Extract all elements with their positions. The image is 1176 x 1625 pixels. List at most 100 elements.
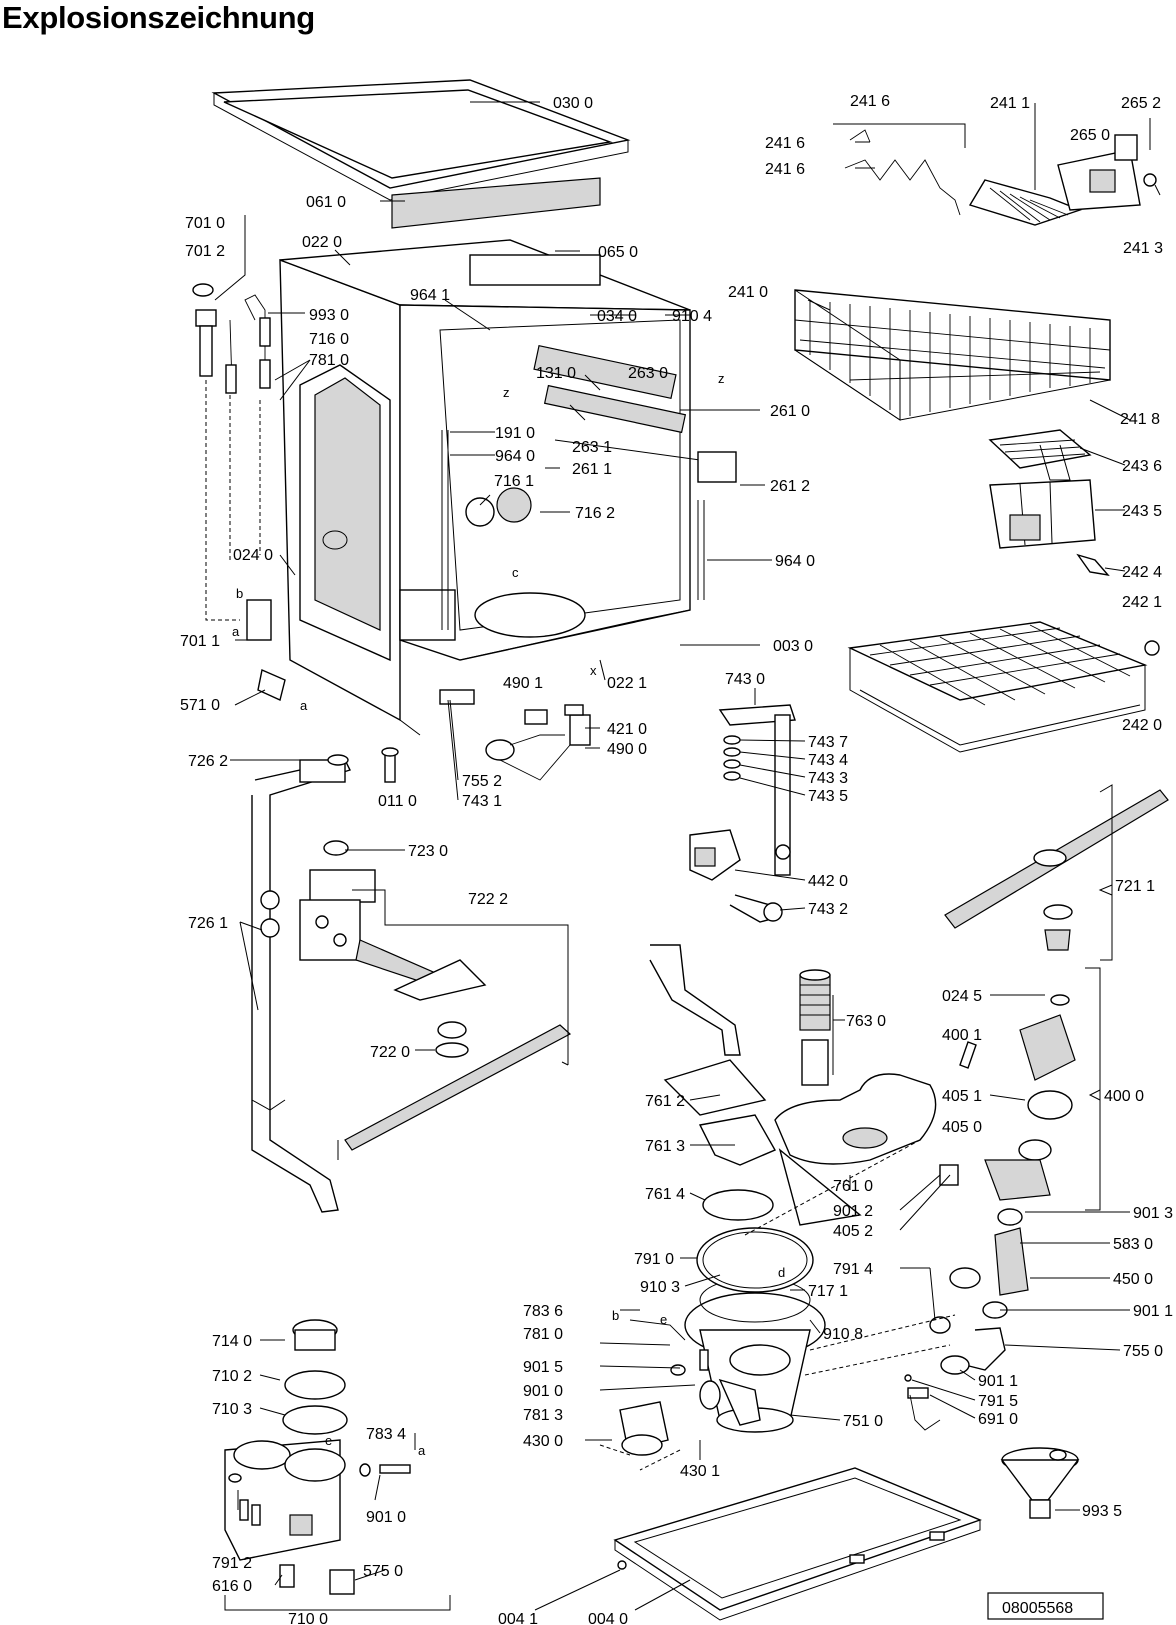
top-cover-part [211, 79, 631, 201]
part-label: 716 2 [575, 505, 615, 522]
part-label: 722 0 [370, 1044, 410, 1061]
part-label: 761 0 [833, 1178, 873, 1195]
part-label: 710 3 [212, 1401, 252, 1418]
part-label: 571 0 [180, 697, 220, 714]
filter-part [799, 969, 831, 1086]
part-label: 265 2 [1121, 95, 1161, 112]
part-label: 616 0 [212, 1578, 252, 1595]
part-labels: 030 0 061 0 701 0 701 2 022 0 065 0 964 … [180, 93, 1173, 1625]
part-label: 241 3 [1123, 240, 1163, 257]
part-label: 191 0 [495, 425, 535, 442]
part-label: 791 2 [212, 1555, 252, 1572]
part-label: 910 3 [640, 1279, 680, 1296]
part-label: 910 4 [672, 308, 712, 325]
part-label: 242 0 [1122, 717, 1162, 734]
insulation-panel-part [391, 177, 601, 229]
pump-assembly-part [929, 994, 1076, 1375]
connection-letter: x [590, 663, 597, 678]
upper-basket-part [794, 289, 1111, 421]
part-label: 061 0 [306, 194, 346, 211]
part-label: 004 1 [498, 1611, 538, 1625]
part-label: 241 6 [765, 161, 805, 178]
rinse-aid-dispenser-part [224, 1319, 411, 1595]
part-label: 791 5 [978, 1393, 1018, 1410]
part-label: 743 2 [808, 901, 848, 918]
connection-letters: z z c x b a a d b e e a [232, 371, 785, 1458]
part-label: 993 5 [1082, 1503, 1122, 1520]
part-label: 761 4 [645, 1186, 685, 1203]
part-label: 701 1 [180, 633, 220, 650]
part-label: 241 8 [1120, 411, 1160, 428]
bracket-265-part [1057, 134, 1157, 211]
part-label: 065 0 [598, 244, 638, 261]
part-label: 901 0 [523, 1383, 563, 1400]
part-label: 400 0 [1104, 1088, 1144, 1105]
part-label: 910 8 [823, 1326, 863, 1343]
part-label: 261 0 [770, 403, 810, 420]
part-label: 761 2 [645, 1093, 685, 1110]
part-label: 490 1 [503, 675, 543, 692]
part-label: 721 1 [1115, 878, 1155, 895]
connection-letter: z [718, 371, 725, 386]
part-label: 241 6 [765, 135, 805, 152]
part-label: 241 6 [850, 93, 890, 110]
part-label: 755 0 [1123, 1343, 1163, 1360]
connection-letter: b [612, 1308, 619, 1323]
seal-ring-791-part [696, 1227, 814, 1293]
part-label: 901 5 [523, 1359, 563, 1376]
part-label: 004 0 [588, 1611, 628, 1625]
connection-letter: a [418, 1443, 426, 1458]
part-label: 242 4 [1122, 564, 1162, 581]
cutlery-basket-part [988, 429, 1110, 577]
part-label: 901 0 [366, 1509, 406, 1526]
part-label: 716 0 [309, 331, 349, 348]
part-label: 583 0 [1113, 1236, 1153, 1253]
part-label: 003 0 [773, 638, 813, 655]
supply-tube-part [251, 754, 351, 1213]
part-label: 450 0 [1113, 1271, 1153, 1288]
part-label: 490 0 [607, 741, 647, 758]
part-label: 901 1 [1133, 1303, 1173, 1320]
part-label: 791 4 [833, 1261, 873, 1278]
part-label: 405 2 [833, 1223, 873, 1240]
part-label: 726 2 [188, 753, 228, 770]
connection-letter: b [236, 586, 243, 601]
upper-spray-arm-part [944, 789, 1169, 951]
part-label: 901 2 [833, 1203, 873, 1220]
connection-letter: e [325, 1433, 332, 1448]
part-label: 726 1 [188, 915, 228, 932]
connection-letter: c [512, 565, 519, 580]
part-label: 743 3 [808, 770, 848, 787]
part-label: 964 0 [495, 448, 535, 465]
cup-rack-part [968, 179, 1083, 226]
part-label: 751 0 [843, 1413, 883, 1430]
part-label: 243 6 [1122, 458, 1162, 475]
part-label: 901 1 [978, 1373, 1018, 1390]
part-label: 722 2 [468, 891, 508, 908]
lower-spray-arm-part [344, 1021, 572, 1151]
part-label: 781 0 [523, 1326, 563, 1343]
part-label: 263 1 [572, 439, 612, 456]
part-label: 421 0 [607, 721, 647, 738]
part-label: 763 0 [846, 1013, 886, 1030]
connection-letter: a [300, 698, 308, 713]
clip-241-6-part [844, 129, 961, 216]
connection-letter: z [503, 385, 510, 400]
part-label: 743 1 [462, 793, 502, 810]
part-label: 964 0 [775, 553, 815, 570]
part-label: 781 0 [309, 352, 349, 369]
connection-letter: d [778, 1265, 785, 1280]
part-label: 442 0 [808, 873, 848, 890]
base-plate-part [613, 1467, 982, 1621]
part-label: 716 1 [494, 473, 534, 490]
lower-basket-part [847, 621, 1160, 753]
tub-cabinet-part [279, 239, 737, 736]
part-label: 430 0 [523, 1433, 563, 1450]
connection-letter: e [660, 1312, 667, 1327]
part-label: 743 5 [808, 788, 848, 805]
connection-dashes [599, 1139, 956, 1471]
part-label: 710 2 [212, 1368, 252, 1385]
part-label: 781 3 [523, 1407, 563, 1424]
part-label: 024 5 [942, 988, 982, 1005]
